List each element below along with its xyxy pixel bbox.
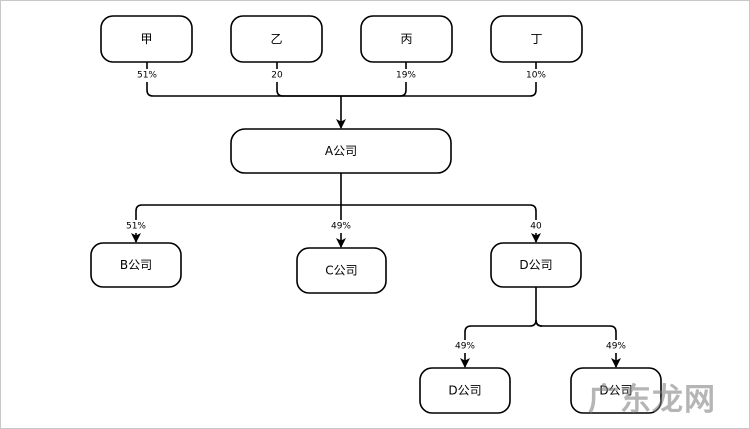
node-company-d-child-right[interactable]: D公司 — [570, 367, 662, 414]
svg-text:D公司: D公司 — [599, 384, 632, 398]
edge-label-ding: 10% — [522, 69, 550, 82]
edge-jia-to-a — [146, 62, 341, 97]
edge-label-b: 51% — [122, 220, 150, 233]
edge-label-yi: 20 — [268, 69, 286, 82]
svg-text:51%: 51% — [137, 71, 157, 81]
node-company-c[interactable]: C公司 — [296, 247, 387, 294]
edge-ding-to-a — [341, 62, 537, 97]
edge-d-to-right — [535, 319, 621, 368]
node-yi[interactable]: 乙 — [230, 15, 323, 63]
svg-text:10%: 10% — [526, 71, 546, 81]
svg-text:C公司: C公司 — [325, 264, 357, 278]
node-company-b[interactable]: B公司 — [90, 242, 182, 288]
svg-text:49%: 49% — [455, 342, 475, 352]
node-ding[interactable]: 丁 — [490, 15, 583, 63]
svg-text:丙: 丙 — [400, 32, 412, 46]
edge-a-to-d — [341, 204, 541, 243]
edge-label-jia: 51% — [133, 69, 161, 82]
svg-text:40: 40 — [530, 222, 542, 232]
node-company-a[interactable]: A公司 — [230, 128, 452, 174]
svg-text:甲: 甲 — [140, 32, 152, 46]
svg-text:49%: 49% — [331, 222, 351, 232]
edge-d-to-left — [460, 319, 537, 368]
svg-text:B公司: B公司 — [120, 258, 152, 272]
edge-d-trunk — [535, 287, 543, 327]
edge-label-c: 49% — [327, 220, 355, 233]
svg-text:20: 20 — [271, 71, 283, 81]
svg-text:D公司: D公司 — [519, 258, 552, 272]
svg-text:51%: 51% — [126, 222, 146, 232]
edge-yi-to-a — [276, 62, 341, 97]
svg-text:A公司: A公司 — [325, 144, 357, 158]
edge-label-d-right: 49% — [602, 340, 630, 353]
edge-a-to-b — [131, 204, 341, 243]
node-jia[interactable]: 甲 — [100, 15, 193, 63]
node-company-d-child-left[interactable]: D公司 — [419, 367, 511, 414]
node-bing[interactable]: 丙 — [360, 15, 453, 63]
edge-label-d-left: 49% — [451, 340, 479, 353]
edge-label-bing: 19% — [392, 69, 420, 82]
svg-text:乙: 乙 — [270, 32, 282, 46]
svg-text:D公司: D公司 — [448, 384, 481, 398]
edge-label-d: 40 — [526, 220, 546, 233]
svg-text:丁: 丁 — [530, 32, 542, 46]
svg-text:19%: 19% — [396, 71, 416, 81]
watermark-logo: 广东龙网 — [588, 382, 716, 418]
node-company-d[interactable]: D公司 — [490, 242, 582, 288]
svg-text:49%: 49% — [606, 342, 626, 352]
